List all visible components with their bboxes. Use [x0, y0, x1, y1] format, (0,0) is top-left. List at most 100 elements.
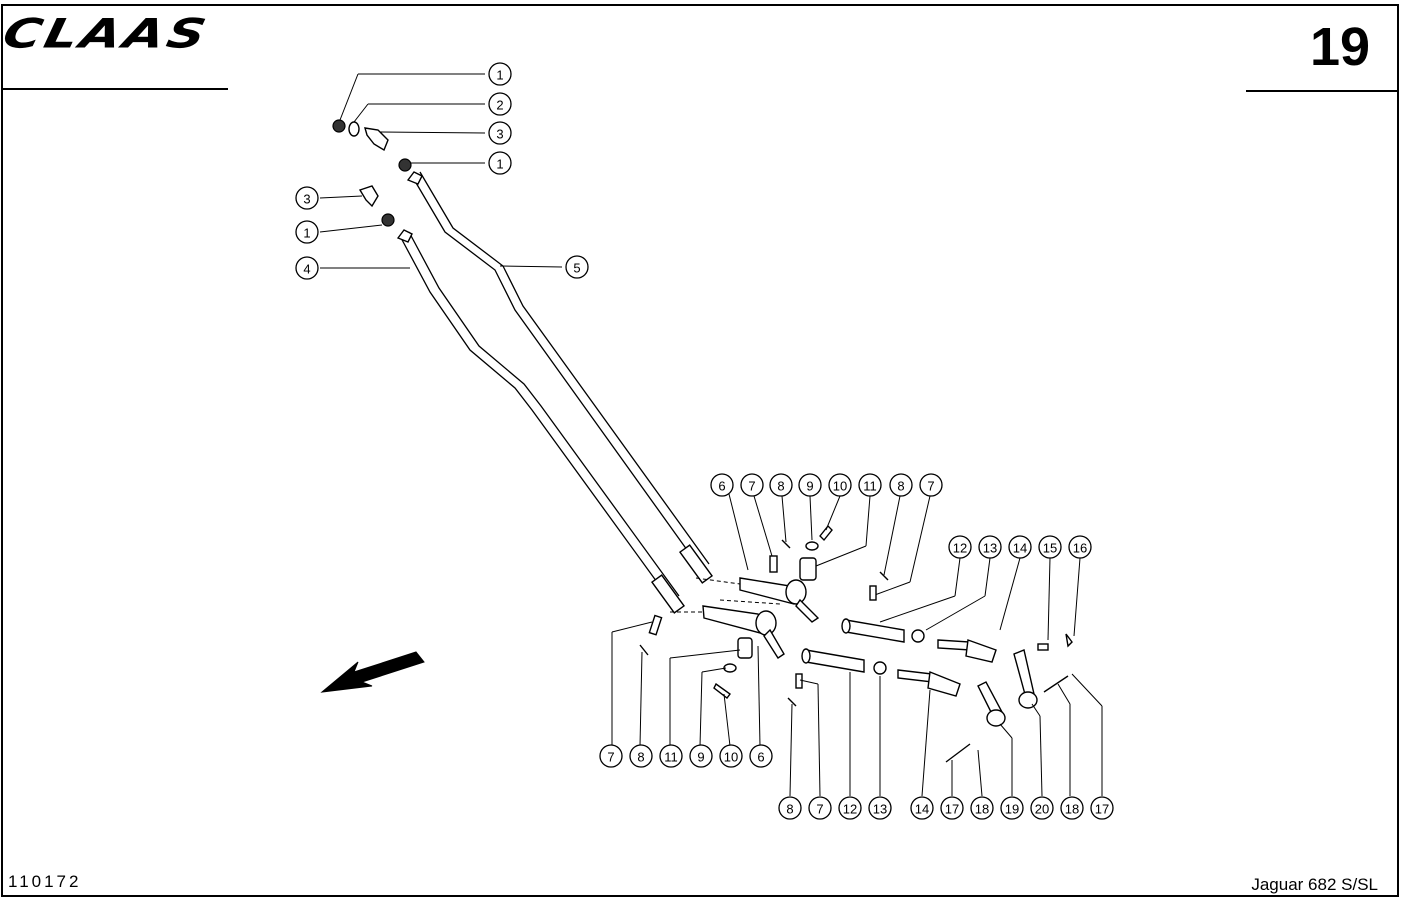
svg-text:3: 3 [496, 127, 503, 142]
page-number: 19 [1310, 17, 1371, 77]
svg-text:3: 3 [303, 192, 310, 207]
callout-19: 19 [1000, 796, 1024, 820]
callout-7-right: 7 [808, 796, 832, 820]
callout-5: 5 [565, 255, 589, 279]
split-pin-part-3 [639, 644, 649, 656]
svg-text:4: 4 [303, 262, 310, 277]
nut-part-13 [911, 629, 925, 643]
callout-14-top: 14 [1008, 535, 1032, 559]
nut-part [332, 119, 346, 133]
svg-text:7: 7 [927, 479, 934, 494]
header-rule-right [1246, 90, 1398, 92]
nut-part-13b [873, 661, 887, 675]
svg-text:1: 1 [496, 157, 503, 172]
callout-3-top: 3 [488, 121, 512, 145]
svg-text:5: 5 [573, 261, 580, 276]
callout-8-bottom: 8 [629, 744, 653, 768]
upper-lever-assembly [695, 524, 833, 623]
lever-hub-20 [1018, 691, 1038, 709]
roll-pin-part-17b [1043, 675, 1069, 693]
svg-text:18: 18 [975, 802, 989, 817]
callout-20: 20 [1030, 796, 1054, 820]
svg-text:10: 10 [833, 479, 847, 494]
svg-text:1: 1 [303, 226, 310, 241]
callout-4: 4 [295, 256, 319, 280]
nut-part-2 [398, 158, 412, 172]
split-pin-part-8c [787, 697, 797, 707]
right-lever-assembly [945, 633, 1073, 763]
callout-14-right: 14 [910, 796, 934, 820]
callout-16: 16 [1068, 535, 1092, 559]
lever-part-20 [1013, 649, 1035, 700]
callout-2: 2 [488, 92, 512, 116]
drawing-number: 110172 [8, 872, 82, 891]
clevis-part-14b [927, 671, 961, 697]
shaft-part-12b [805, 649, 865, 673]
roll-pin-part-17 [945, 743, 971, 763]
callout-17-right-b: 17 [1090, 796, 1114, 820]
callout-8-top: 8 [769, 473, 793, 497]
rod-4-thread [396, 229, 413, 243]
rod-5 [406, 171, 713, 584]
svg-text:13: 13 [873, 802, 887, 817]
callout-18-right-b: 18 [1060, 796, 1084, 820]
svg-text:12: 12 [843, 802, 857, 817]
page-border [1, 4, 1399, 897]
rod-end-shaft-14 [937, 639, 971, 651]
callout-8-right: 8 [778, 796, 802, 820]
pin-part-7b [869, 585, 877, 601]
top-rod-end-assembly [332, 119, 412, 227]
upper-lever-hub [785, 579, 807, 605]
lower-lever-assembly [639, 599, 785, 699]
svg-text:17: 17 [1095, 802, 1109, 817]
svg-text:2: 2 [496, 98, 503, 113]
shaft-end-b [801, 648, 811, 664]
nut-part-3 [381, 213, 395, 227]
callout-18-right: 18 [970, 796, 994, 820]
svg-text:20: 20 [1035, 802, 1049, 817]
callout-1-left: 1 [295, 220, 319, 244]
svg-text:16: 16 [1073, 541, 1087, 556]
pin-part-15 [1037, 643, 1049, 651]
shaft-part-12 [845, 619, 905, 643]
svg-text:10: 10 [724, 750, 738, 765]
lower-lever-hub [755, 610, 777, 636]
split-pin-part-4 [713, 682, 731, 699]
ball-joint-part [364, 127, 389, 152]
pin-part [769, 555, 778, 573]
callout-7-top-b: 7 [919, 473, 943, 497]
split-pin-part-2 [819, 524, 833, 542]
svg-text:18: 18 [1065, 802, 1079, 817]
rod-4-fork [651, 574, 685, 614]
svg-text:8: 8 [777, 479, 784, 494]
svg-text:19: 19 [1005, 802, 1019, 817]
bushing-part-2 [737, 637, 753, 659]
svg-text:7: 7 [607, 750, 614, 765]
rod-5-fork [679, 544, 713, 584]
svg-text:17: 17 [945, 802, 959, 817]
callout-3-left: 3 [295, 186, 319, 210]
washer-part-3 [805, 541, 819, 551]
model-name: Jaguar 682 S/SL [1251, 875, 1378, 894]
pin-part-2 [648, 614, 663, 636]
lever-hub-19 [986, 709, 1006, 727]
callout-7-bottom: 7 [599, 744, 623, 768]
svg-text:8: 8 [637, 750, 644, 765]
callout-9-bottom: 9 [689, 744, 713, 768]
svg-text:13: 13 [983, 541, 997, 556]
svg-text:11: 11 [664, 750, 678, 765]
callout-11-bottom: 11 [659, 744, 683, 768]
split-pin-part [781, 539, 791, 549]
callout-17-right: 17 [940, 796, 964, 820]
upper-lever-arm [795, 598, 820, 623]
shaft-end [841, 618, 851, 634]
svg-text:6: 6 [718, 479, 725, 494]
svg-text:1: 1 [496, 68, 503, 83]
svg-text:14: 14 [1013, 541, 1027, 556]
shaft-lower [787, 648, 961, 707]
rod-5-thread [406, 171, 423, 185]
svg-text:15: 15 [1043, 541, 1057, 556]
shaft-upper [841, 571, 997, 663]
bushing-part [799, 557, 817, 581]
